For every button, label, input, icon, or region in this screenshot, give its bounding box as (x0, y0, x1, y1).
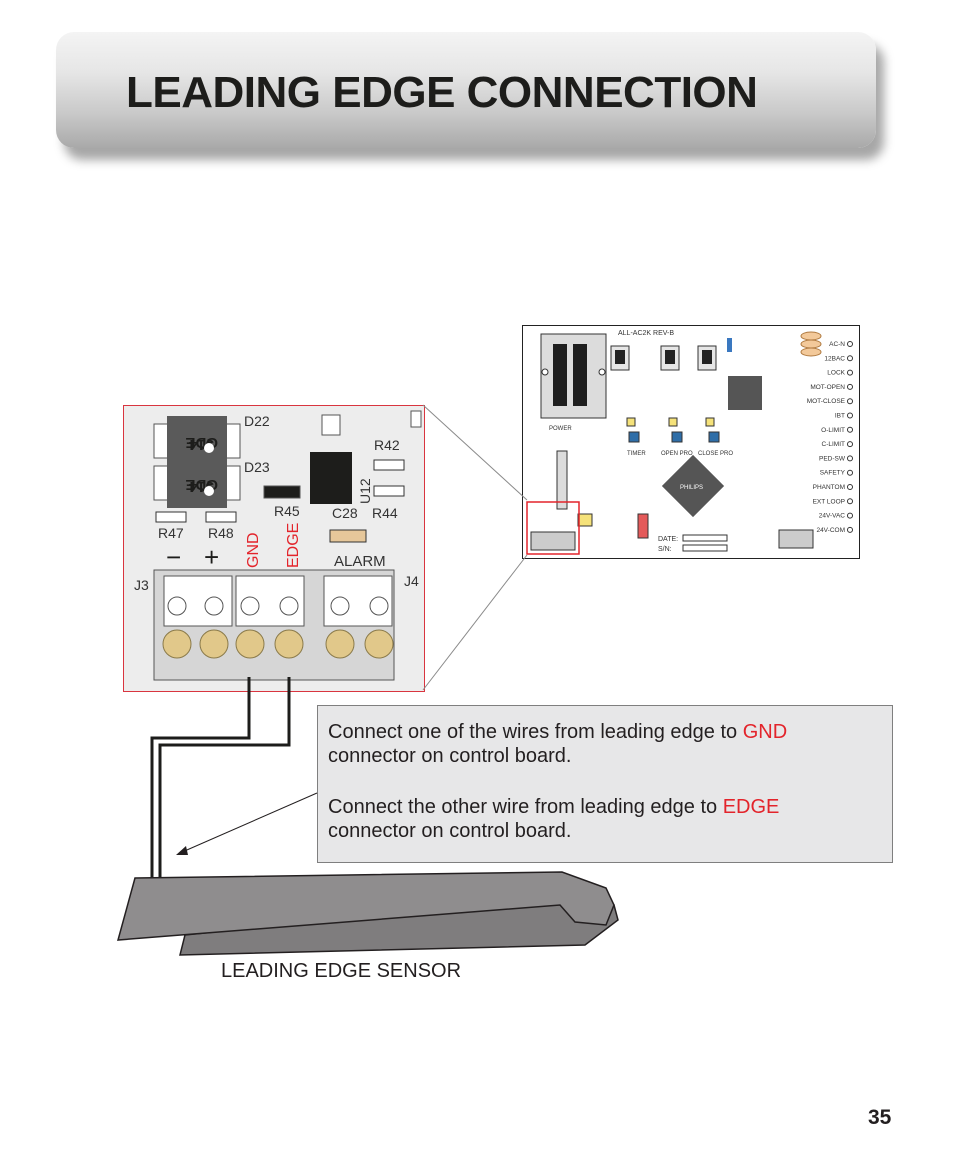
terminal-labels: AC-N 12BAC LOCK MOT-OPEN MOT-CLOSE IBT O-LIMIT… (807, 341, 853, 534)
board-terminal-screw (847, 426, 853, 433)
board-terminal-screw (847, 355, 853, 362)
terminal-block-j3 (153, 569, 395, 681)
board-terminal-screw (847, 369, 853, 376)
j3-label: J3 (134, 577, 149, 593)
alarm-label: ALARM (334, 553, 386, 570)
control-board-diagram: ALL-AC2K REV-B POWER TIMER OPEN PRO CLOS… (522, 325, 860, 559)
r42-label: R42 (374, 437, 400, 453)
r44-label: R44 (372, 505, 398, 521)
board-terminal-screw (847, 398, 853, 405)
c28-label: C28 (332, 505, 358, 521)
r45-label: R45 (274, 503, 300, 519)
instruction-gnd: Connect one of the wires from leading ed… (328, 720, 884, 768)
board-sn-label: S/N: (658, 546, 672, 553)
u12-label: U12 (357, 478, 373, 504)
ic-u12 (310, 452, 352, 504)
board-terminal-screw (847, 469, 853, 476)
board-terminal-screw (847, 484, 853, 490)
board-terminal-label: SAFETY (820, 470, 846, 477)
j4-label: J4 (404, 573, 419, 589)
board-terminal-screw (847, 383, 853, 390)
r47-label: R47 (158, 525, 184, 541)
connector-zoom-detail: GDE 514 D22 GDE 514 D23 U12 R42 R44 R45 … (123, 405, 425, 692)
sensor-wires (150, 677, 291, 880)
instruction-gnd-prefix: Connect one of the wires from leading ed… (328, 721, 743, 743)
board-terminal-label: PED-SW (819, 455, 846, 462)
board-terminal-label: EXT LOOP (813, 498, 845, 505)
instruction-gnd-suffix: connector on control board. (328, 745, 572, 767)
board-terminal-screw (847, 512, 853, 519)
board-timer-label: TIMER (627, 451, 646, 457)
board-terminal-label: 24V-VAC (819, 513, 846, 520)
board-terminal-screw (847, 441, 853, 448)
leading-edge-sensor (116, 871, 619, 956)
gnd-label: GND (245, 532, 262, 568)
zoom-connector-line-top (422, 404, 528, 501)
instruction-edge-suffix: connector on control board. (328, 820, 572, 842)
diode-d22: GDE 514 (153, 416, 241, 464)
board-open-pro-label: OPEN PRO (661, 451, 693, 457)
plus-label: + (204, 542, 219, 572)
instruction-gnd-highlight: GND (742, 721, 788, 743)
diode-d23: GDE 514 (153, 460, 241, 508)
board-terminal-label: AC-N (829, 341, 845, 348)
board-close-pro-label: CLOSE PRO (698, 451, 733, 457)
d23-label: D23 (244, 459, 270, 475)
edge-label: EDGE (285, 523, 302, 568)
zoom-connector-line-bottom (422, 554, 528, 691)
board-philips-label: PHILIPS (680, 485, 703, 491)
board-terminal-label: MOT-OPEN (810, 384, 845, 391)
board-terminal-label: 12BAC (824, 355, 845, 362)
board-terminal-label: IBT (835, 413, 845, 420)
board-terminal-screw (847, 341, 853, 347)
instruction-edge: Connect the other wire from leading edge… (328, 795, 884, 843)
board-terminal-screw (847, 498, 853, 505)
board-terminal-label: O-LIMIT (821, 427, 845, 434)
r48-label: R48 (208, 525, 234, 541)
board-terminal-label: LOCK (827, 370, 845, 377)
board-terminal-label: 24V-COM (816, 527, 845, 534)
page-number: 35 (868, 1106, 892, 1129)
board-terminal-screw (847, 455, 853, 462)
board-power-label: POWER (549, 426, 572, 432)
sensor-label: LEADING EDGE SENSOR (221, 960, 462, 982)
board-terminal-label: PHANTOM (813, 484, 845, 491)
d22-label: D22 (244, 413, 270, 429)
board-terminal-label: C-LIMIT (822, 441, 846, 448)
board-date-label: DATE: (658, 536, 678, 543)
callout-arrow-line (179, 792, 318, 854)
board-model-label: ALL-AC2K REV-B (618, 330, 674, 337)
callout-arrowhead (176, 846, 188, 855)
title-banner: LEADING EDGE CONNECTION (56, 32, 876, 148)
instruction-edge-prefix: Connect the other wire from leading edge… (328, 796, 723, 818)
board-terminal-screw (847, 526, 853, 533)
instruction-callout: Connect one of the wires from leading ed… (317, 705, 893, 863)
board-terminal-label: MOT-CLOSE (807, 398, 846, 405)
minus-label: − (166, 542, 181, 572)
instruction-edge-highlight: EDGE (722, 796, 780, 818)
page-title: LEADING EDGE CONNECTION (126, 68, 758, 117)
board-terminal-screw (847, 412, 853, 419)
